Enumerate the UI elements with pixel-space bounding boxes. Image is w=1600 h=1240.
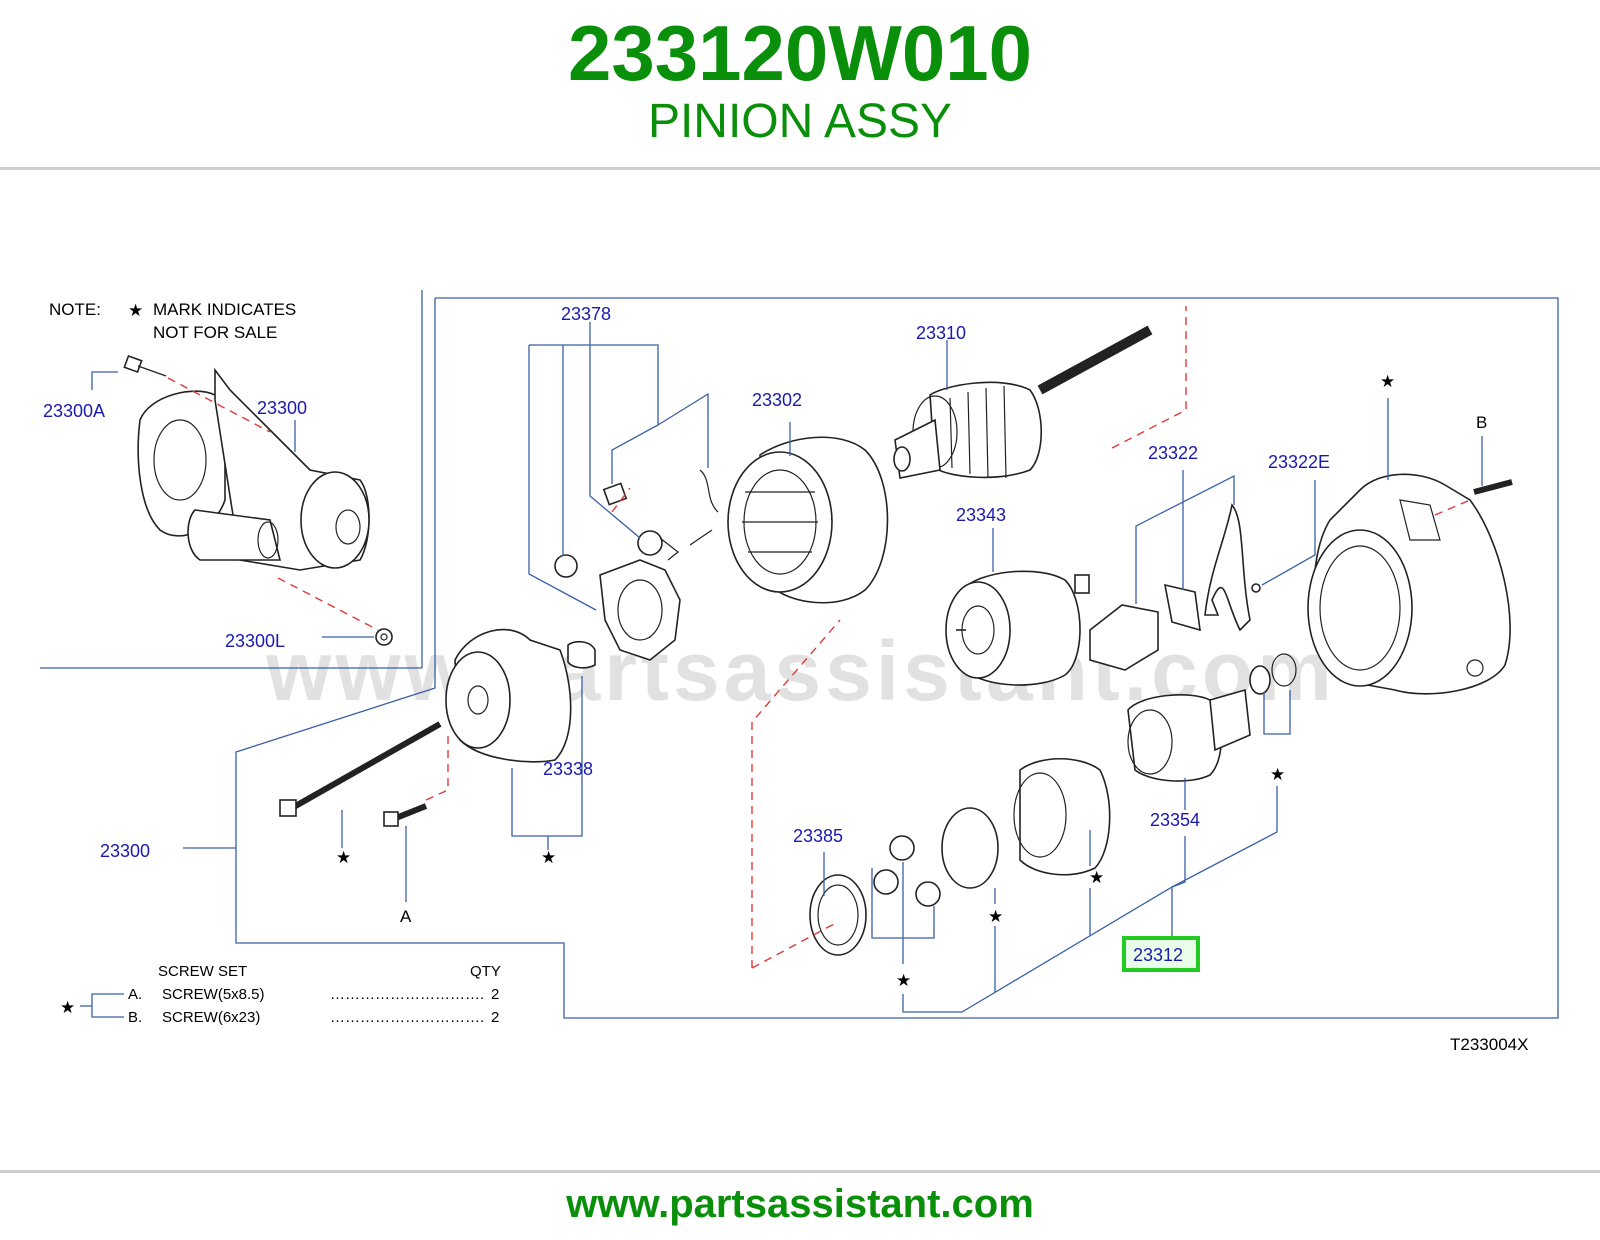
- note-text-line1: MARK INDICATES: [153, 300, 296, 319]
- header-divider: [0, 167, 1600, 170]
- leader-23378-d: [589, 345, 641, 539]
- dash-housing: [1434, 499, 1471, 516]
- note-text-line2: NOT FOR SALE: [153, 323, 277, 342]
- gear-star-icon: ★: [896, 971, 911, 990]
- dash-rear-cover: [425, 736, 449, 801]
- screw-set-bracket-b: [91, 1006, 124, 1018]
- leader-23378-e: [657, 392, 709, 468]
- dash-brush: [611, 487, 631, 513]
- footer-divider: [0, 1170, 1600, 1173]
- leader-ring-to-23312: [1171, 786, 1278, 888]
- dash-gear-b: [751, 619, 841, 968]
- leader-ring-bracket: [1263, 690, 1291, 735]
- label-A: A: [400, 907, 412, 926]
- label-23322E: 23322E: [1268, 452, 1330, 472]
- leader-23378-b: [529, 344, 659, 484]
- dash-23300L: [277, 577, 379, 631]
- screw-b-dots: ………………………….: [330, 1009, 484, 1026]
- screw-set-star-icon: ★: [60, 998, 75, 1017]
- screw-a-qty: 2: [491, 986, 499, 1003]
- footer-site-link[interactable]: www.partsassistant.com: [566, 1182, 1034, 1226]
- label-23302: 23302: [752, 390, 802, 410]
- drive-housing: [1307, 473, 1513, 695]
- label-23310: 23310: [916, 323, 966, 343]
- solenoid: [945, 570, 1090, 686]
- label-23378: 23378: [561, 304, 611, 324]
- main-frame: [235, 297, 1559, 1019]
- screw-a-name: SCREW(5x8.5): [162, 986, 265, 1003]
- screw-set-bracket-a: [91, 993, 124, 1006]
- screw-set-qty-header: QTY: [470, 963, 501, 980]
- label-23338: 23338: [543, 759, 593, 779]
- screw-b-name: SCREW(6x23): [162, 1009, 260, 1026]
- ring-star-icon: ★: [1270, 765, 1285, 784]
- label-23312[interactable]: 23312: [1133, 945, 1183, 965]
- parts-diagram: www.partsassistant.com NOTE: ★ MARK INDI…: [40, 290, 1559, 1054]
- drawing-code: T233004X: [1450, 1035, 1528, 1054]
- screw-b-key: B.: [128, 1009, 142, 1026]
- leader-23378-a: [528, 345, 597, 611]
- label-23300A: 23300A: [43, 401, 105, 421]
- label-23385: 23385: [793, 826, 843, 846]
- leader-23322E: [1261, 480, 1316, 586]
- dash-armature: [1111, 306, 1187, 449]
- screw-b-qty: 2: [491, 1009, 499, 1026]
- cover-star-icon: ★: [541, 848, 556, 867]
- yoke-assembly: [727, 436, 889, 604]
- label-23322: 23322: [1148, 443, 1198, 463]
- starter-assembly-sketch: [123, 354, 393, 646]
- label-23300-inset: 23300: [257, 398, 307, 418]
- leader-23312-base: [902, 886, 1173, 1013]
- leader-23338: [511, 676, 583, 837]
- leader-23322-a: [1135, 474, 1235, 604]
- leader-23312-pinion: [1171, 836, 1186, 940]
- note-star-icon: ★: [128, 301, 143, 320]
- part-name-subtitle: PINION ASSY: [647, 95, 953, 148]
- dash-23300A: [167, 377, 271, 433]
- screw-a-dots: ………………………….: [330, 986, 484, 1003]
- label-23343: 23343: [956, 505, 1006, 525]
- leader-23300A: [91, 371, 118, 390]
- rear-cover-and-bolts: [279, 628, 596, 827]
- brush-holder-parts: [554, 469, 719, 661]
- clutch-star-icon: ★: [1089, 868, 1104, 887]
- dash-gear-a: [751, 923, 835, 969]
- label-23300L: 23300L: [225, 631, 285, 651]
- note-label: NOTE:: [49, 300, 101, 319]
- armature: [893, 325, 1153, 479]
- target-part-highlight[interactable]: [1122, 936, 1200, 972]
- planet-star-icon: ★: [988, 907, 1003, 926]
- housing-star-icon: ★: [1380, 372, 1395, 391]
- screw-set-title: SCREW SET: [158, 963, 247, 980]
- label-23300: 23300: [100, 841, 150, 861]
- screw-a-key: A.: [128, 986, 142, 1003]
- shift-lever-parts: [1089, 503, 1261, 671]
- label-B: B: [1476, 413, 1487, 432]
- label-23354: 23354: [1150, 810, 1200, 830]
- part-number-title: 233120W010: [567, 9, 1033, 97]
- bolt-star-icon: ★: [336, 848, 351, 867]
